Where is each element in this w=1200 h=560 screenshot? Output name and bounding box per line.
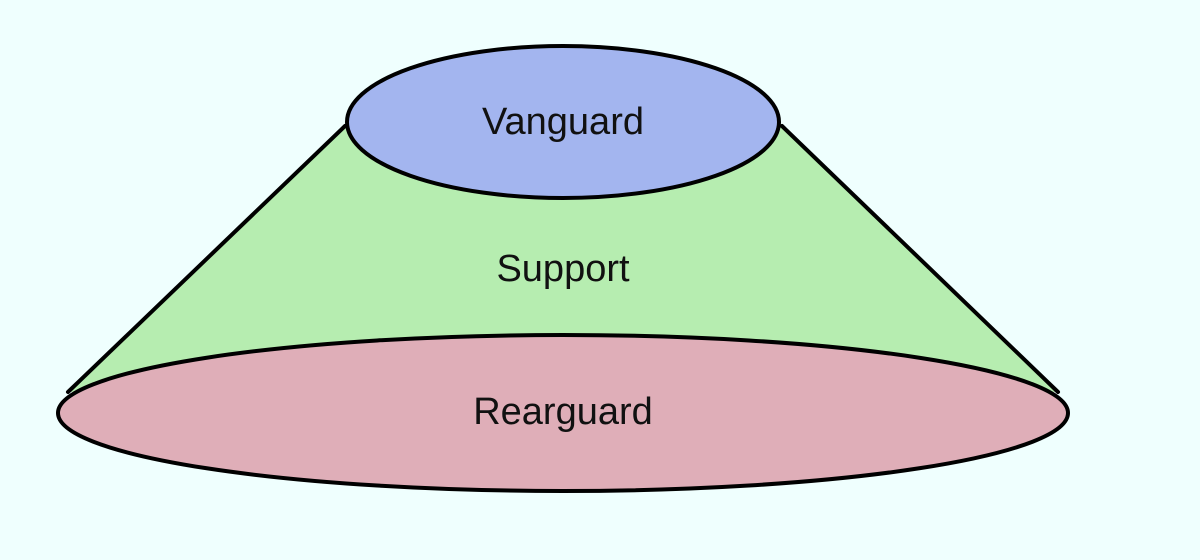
vanguard-ellipse [345,44,781,200]
support-label: Support [496,248,630,290]
vanguard-label: Vanguard [482,101,644,143]
rearguard-label: Rearguard [473,391,653,433]
cone-left-edge [66,124,347,394]
support-band [68,126,1058,392]
rearguard-ellipse [56,333,1070,493]
cone-right-edge [780,124,1060,394]
